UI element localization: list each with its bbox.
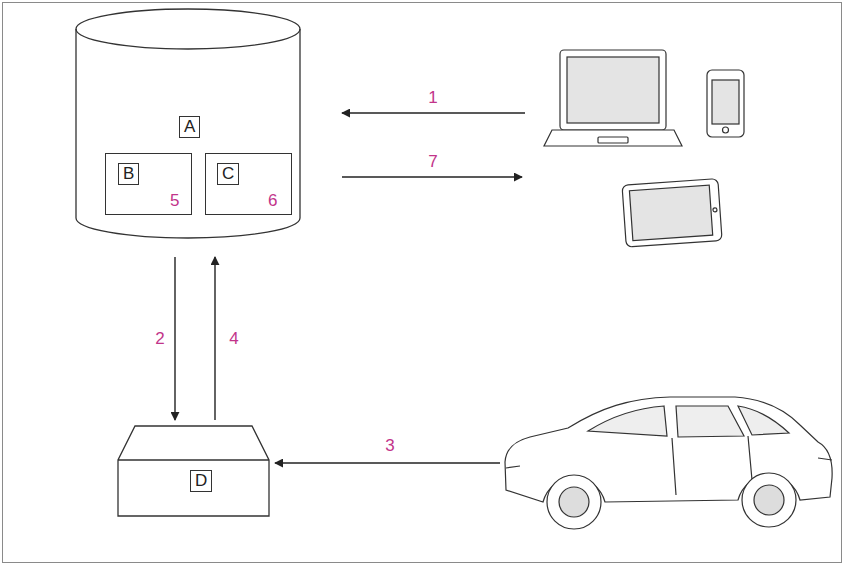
response-arrow <box>342 176 522 177</box>
server-letter: A <box>179 116 200 138</box>
callout-number: 7 <box>428 152 437 172</box>
callout-number: 4 <box>229 329 238 349</box>
callout-number: 2 <box>155 329 164 349</box>
phone-icon <box>707 70 744 137</box>
data-box: B5 <box>105 153 192 215</box>
box-letter: C <box>217 163 239 185</box>
database-cylinder: AB5C6 <box>75 8 301 240</box>
callout-number: 3 <box>385 436 394 456</box>
car-illustration <box>505 397 832 529</box>
vehicle-arrow <box>275 462 500 463</box>
callout-number: 5 <box>170 191 179 211</box>
request-arrow <box>342 112 525 113</box>
data-box: C6 <box>205 153 292 215</box>
unit-letter: D <box>190 470 212 492</box>
callout-number: 6 <box>268 191 277 211</box>
flow-arrow <box>214 257 215 420</box>
communication-unit: D <box>117 425 270 517</box>
flow-arrow <box>174 257 175 420</box>
callout-number: 1 <box>428 88 437 108</box>
box-letter: B <box>118 163 139 185</box>
tablet-icon <box>622 179 722 248</box>
laptop-icon <box>544 50 682 146</box>
